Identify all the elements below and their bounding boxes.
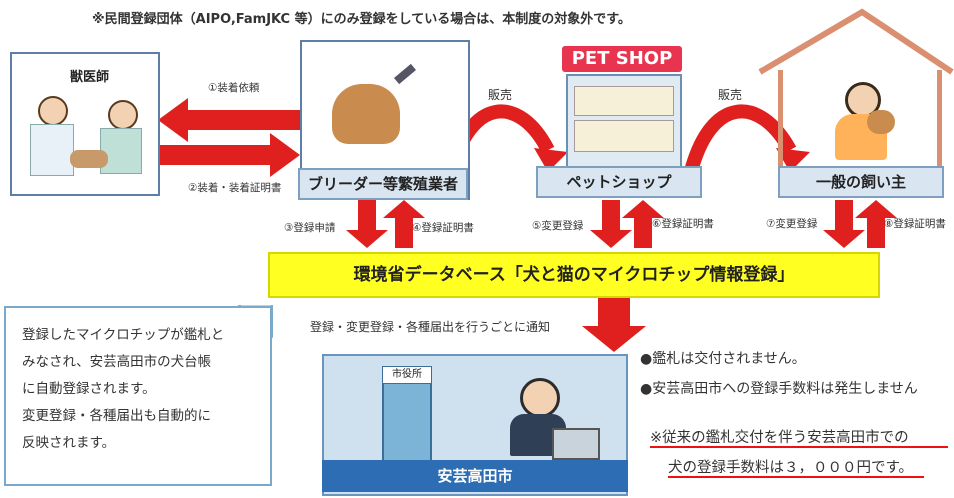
bullet-no-tag: ●鑑札は交付されません。 — [640, 351, 806, 367]
label-attach-request: ①装着依頼 — [208, 82, 260, 94]
arrow-up-8 — [855, 200, 897, 248]
auto-register-callout: 登録したマイクロチップが鑑札と みなされ、安芸高田市の犬台帳 に自動登録されます… — [4, 306, 272, 486]
label-register-apply: ③登録申請 — [284, 222, 336, 234]
database-bar: 環境省データベース「犬と猫のマイクロチップ情報登録」 — [268, 252, 880, 298]
label-register-cert-4: ④登録証明書 — [412, 222, 474, 234]
fee-note-line-1: ※従来の鑑札交付を伴う安芸高田市での — [650, 430, 909, 446]
arrow-vet-attach — [160, 133, 300, 177]
fee-note-line-2: 犬の登録手数料は３，０００円です。 — [668, 460, 914, 476]
breeder-label: ブリーダー等繁殖業者 — [298, 168, 468, 200]
bullet-no-fee: ●安芸高田市への登録手数料は発生しません — [640, 381, 918, 397]
label-attach-cert: ②装着・装着証明書 — [188, 182, 282, 194]
petshop-label: ペットショップ — [536, 166, 702, 198]
microchip-scanner-icon — [394, 63, 416, 85]
label-change-register-7: ⑦変更登録 — [766, 218, 818, 230]
owner-label: 一般の飼い主 — [778, 166, 944, 198]
label-sale-2: 販売 — [718, 88, 743, 102]
dog-icon — [332, 84, 400, 144]
label-change-register-5: ⑤変更登録 — [532, 220, 584, 232]
notify-label: 登録・変更登録・各種届出を行うごとに通知 — [310, 320, 551, 334]
staff-person-icon — [520, 378, 560, 418]
laptop-icon — [552, 428, 600, 460]
callout-line: 反映されます。 — [22, 435, 116, 451]
vet-label: 獣医師 — [70, 70, 110, 85]
label-register-cert-8: ⑧登録証明書 — [884, 218, 946, 230]
callout-line: みなされ、安芸高田市の犬台帳 — [22, 354, 212, 370]
callout-line: 登録したマイクロチップが鑑札と — [22, 327, 225, 343]
assistant-coat-icon — [100, 128, 142, 174]
fee-note-underline-2 — [668, 476, 924, 478]
arrow-vet-request — [158, 98, 300, 142]
vet-person-icon — [38, 96, 68, 126]
petshop-building — [566, 74, 682, 168]
house-roof — [758, 8, 954, 75]
city-label: 安芸高田市 — [322, 460, 628, 492]
label-sale-1: 販売 — [488, 88, 513, 102]
petshop-window-top — [574, 86, 674, 116]
arrow-down-7 — [823, 200, 865, 248]
fee-note-underline-1 — [650, 446, 948, 448]
petshop-window-bottom — [574, 120, 674, 152]
assistant-person-icon — [108, 100, 138, 130]
vet-box: 獣医師 — [10, 52, 160, 196]
callout-line: に自動登録されます。 — [22, 381, 156, 397]
arrow-up-6 — [622, 200, 664, 248]
city-hall-building-icon: 市役所 — [382, 366, 432, 462]
owner-pet-icon — [867, 110, 895, 134]
vet-coat-icon — [30, 124, 74, 176]
pet-on-table-icon — [70, 150, 108, 168]
arrow-notify — [582, 296, 646, 352]
top-note: ※民間登録団体（AIPO,FamJKC 等）にのみ登録をしている場合は、本制度の… — [92, 12, 631, 27]
petshop-sign: PET SHOP — [562, 46, 682, 72]
arrow-up-4 — [383, 200, 425, 248]
label-register-cert-6: ⑥登録証明書 — [652, 218, 714, 230]
arrow-sale-2 — [683, 104, 797, 177]
arrow-down-5 — [590, 200, 632, 248]
city-office-sign: 市役所 — [382, 366, 432, 384]
house-walls — [778, 70, 942, 170]
callout-line: 変更登録・各種届出も自動的に — [22, 408, 211, 424]
arrow-down-3 — [346, 200, 388, 248]
